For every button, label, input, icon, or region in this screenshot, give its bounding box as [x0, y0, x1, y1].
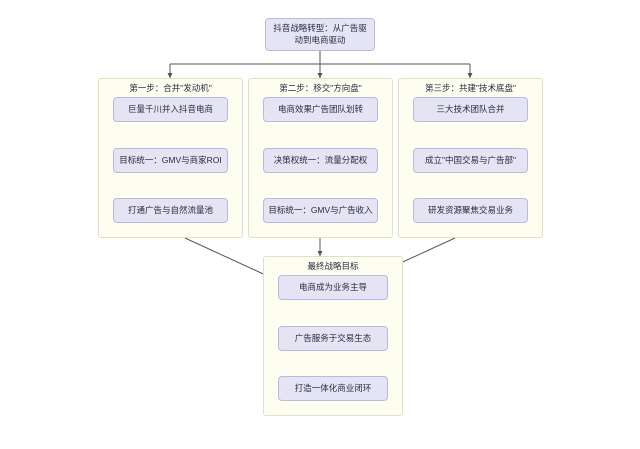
node-step2-2[interactable]: 决策权统一：流量分配权 — [263, 148, 378, 173]
node-step2-3[interactable]: 目标统一：GMV与广告收入 — [263, 198, 378, 223]
node-final-1[interactable]: 电商成为业务主导 — [278, 275, 388, 300]
node-step3-2[interactable]: 成立"中国交易与广告部" — [413, 148, 528, 173]
node-step1-1[interactable]: 巨量千川并入抖音电商 — [113, 97, 228, 122]
node-step1-2[interactable]: 目标统一：GMV与商家ROI — [113, 148, 228, 173]
group-step-3-title: 第三步：共建"技术底盘" — [424, 83, 517, 93]
node-step3-3[interactable]: 研发资源聚焦交易业务 — [413, 198, 528, 223]
node-step1-3[interactable]: 打通广告与自然流量池 — [113, 198, 228, 223]
group-step-2-title: 第二步：移交"方向盘" — [279, 83, 362, 93]
node-final-2[interactable]: 广告服务于交易生态 — [278, 326, 388, 351]
root-node[interactable]: 抖音战略转型：从广告驱动到电商驱动 — [265, 18, 375, 51]
node-step3-1[interactable]: 三大技术团队合并 — [413, 97, 528, 122]
group-final-title: 最终战略目标 — [307, 261, 359, 271]
node-final-3[interactable]: 打造一体化商业闭环 — [278, 376, 388, 401]
group-step-1-title: 第一步：合并"发动机" — [129, 83, 212, 93]
node-step2-1[interactable]: 电商效果广告团队划转 — [263, 97, 378, 122]
